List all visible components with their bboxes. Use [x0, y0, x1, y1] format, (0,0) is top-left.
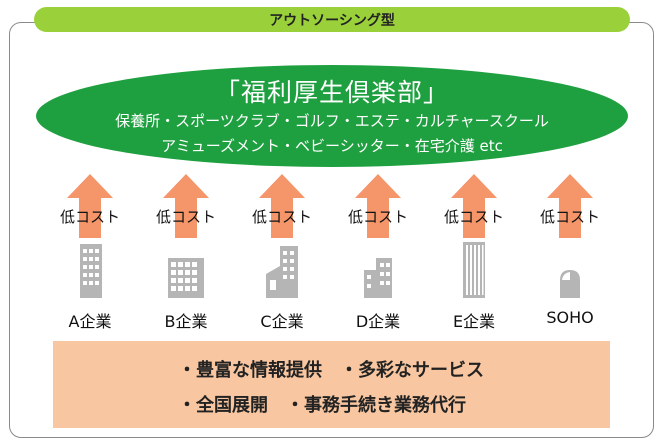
low-cost-label: 低コスト [251, 208, 312, 226]
company-name: C企業 [260, 312, 304, 331]
low-cost-label: 低コスト [539, 208, 600, 226]
welfare-club-title: 「福利厚生倶楽部」 [214, 78, 449, 107]
low-cost-label: 低コスト [155, 208, 216, 226]
up-arrow-icon [547, 174, 593, 238]
low-cost-label: 低コスト [59, 208, 120, 226]
header-title: アウトソーシング型 [269, 12, 395, 29]
company-column-a: 低コスト A企業 [45, 172, 135, 342]
up-arrow-icon [163, 174, 209, 238]
soho-house-icon [560, 270, 580, 298]
up-arrow-icon [451, 174, 497, 238]
factory-building-icon [266, 246, 298, 298]
company-name: B企業 [164, 312, 208, 331]
low-cost-label: 低コスト [347, 208, 408, 226]
up-arrow-icon [67, 174, 113, 238]
tall-building-icon [80, 244, 102, 298]
company-name: D企業 [355, 312, 401, 331]
company-column-d: 低コスト D企業 [333, 172, 423, 342]
welfare-club-ellipse: 「福利厚生倶楽部」 保養所・スポーツクラブ・ゴルフ・エステ・カルチャースクール … [36, 65, 628, 167]
small-building-icon [364, 258, 392, 298]
company-name: E企業 [452, 312, 496, 331]
company-name: A企業 [68, 312, 112, 331]
welfare-services-line-1: 保養所・スポーツクラブ・ゴルフ・エステ・カルチャースクール [115, 112, 549, 130]
benefits-box: ・豊富な情報提供 ・多彩なサービス ・全国展開 ・事務手続き業務代行 [53, 341, 610, 428]
company-column-b: 低コスト B企業 [141, 172, 231, 342]
benefits-line-1: ・豊富な情報提供 ・多彩なサービス [178, 360, 484, 381]
striped-tower-icon [463, 242, 485, 298]
low-cost-label: 低コスト [443, 208, 504, 226]
wide-building-icon [168, 258, 204, 298]
company-column-c: 低コスト C企業 [237, 172, 327, 342]
company-column-soho: 低コスト SOHO [525, 172, 615, 342]
welfare-services-line-2: アミューズメント・ベビーシッター・在宅介護 etc [161, 137, 503, 155]
company-column-e: 低コスト E企業 [429, 172, 519, 342]
up-arrow-icon [259, 174, 305, 238]
header-banner: アウトソーシング型 [34, 7, 630, 32]
company-name: SOHO [546, 308, 594, 327]
benefits-line-2: ・全国展開 ・事務手続き業務代行 [178, 395, 466, 416]
up-arrow-icon [355, 174, 401, 238]
